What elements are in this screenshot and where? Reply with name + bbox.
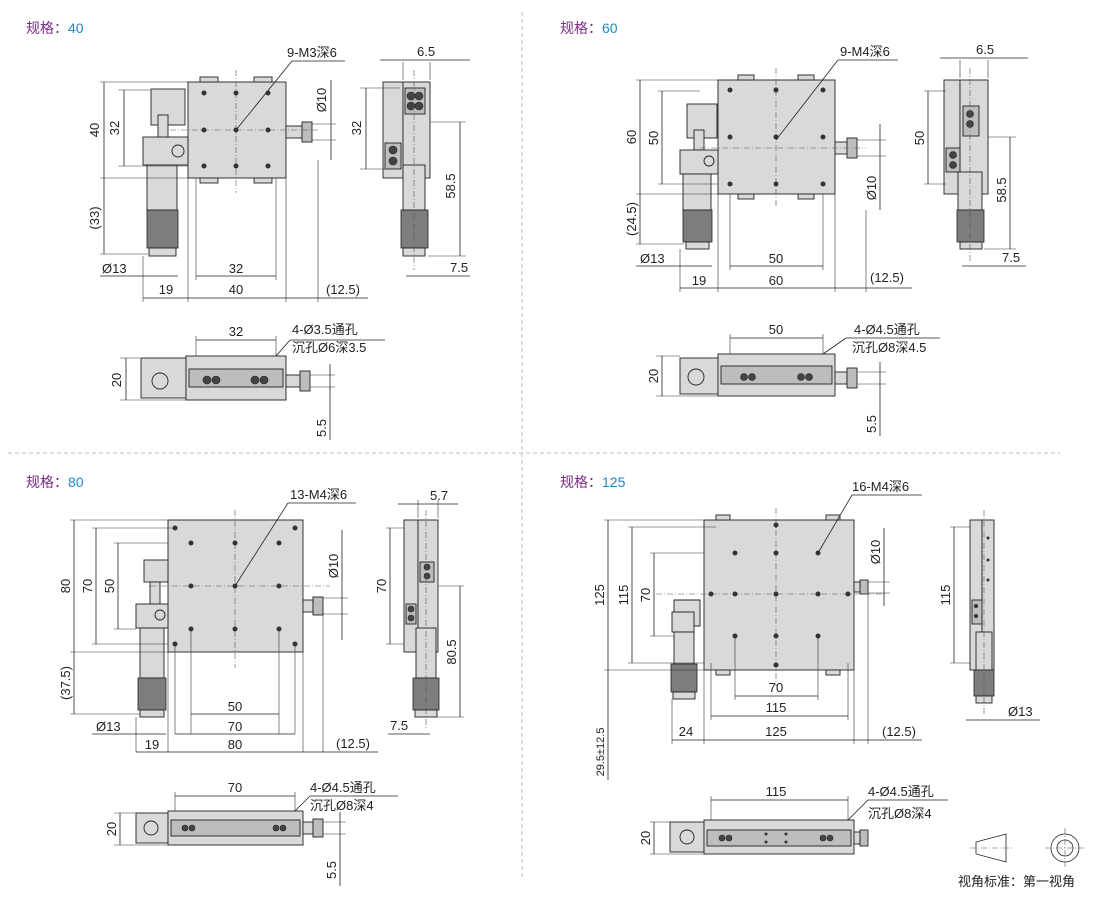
svg-text:4-Ø4.5通孔: 4-Ø4.5通孔 — [868, 784, 934, 799]
svg-text:32: 32 — [229, 261, 243, 276]
spec-title-60: 规格：60 — [560, 20, 618, 36]
svg-text:80.5: 80.5 — [444, 639, 459, 664]
spec-title-80: 规格：80 — [26, 474, 84, 490]
svg-text:60: 60 — [624, 130, 639, 144]
svg-text:40: 40 — [87, 123, 102, 137]
svg-text:7.5: 7.5 — [450, 260, 468, 275]
front-view-80: 70 4-Ø4.5通孔 沉孔Ø8深4 20 5.5 — [104, 780, 398, 886]
svg-text:70: 70 — [228, 719, 242, 734]
front-view-60: 50 4-Ø4.5通孔 沉孔Ø8深4.5 20 5.5 — [646, 322, 940, 436]
svg-text:(12.5): (12.5) — [870, 270, 904, 285]
top-view-60: 9-M4深6 60 50 (24.5) Ø10 Ø13 50 — [624, 44, 912, 292]
svg-text:50: 50 — [769, 251, 783, 266]
top-view-125: 16-M4深6 125 115 70 Ø10 29.5±12.5 — [592, 479, 922, 780]
svg-text:40: 40 — [229, 282, 243, 297]
thread-80: 13-M4深6 — [290, 487, 347, 502]
svg-text:Ø13: Ø13 — [640, 251, 665, 266]
svg-text:(12.5): (12.5) — [326, 282, 360, 297]
svg-text:50: 50 — [912, 131, 927, 145]
panel-spec-80: 规格：80 13-M4深6 — [26, 474, 464, 886]
svg-text:5.5: 5.5 — [324, 861, 339, 879]
svg-text:70: 70 — [769, 680, 783, 695]
front-view-125: 115 4-Ø4.5通孔 沉孔Ø8深4 20 — [638, 784, 948, 855]
svg-text:50: 50 — [769, 322, 783, 337]
thread-125: 16-M4深6 — [852, 479, 909, 494]
projection-note: 视角标准：第一视角 — [958, 874, 1075, 889]
svg-text:32: 32 — [229, 324, 243, 339]
svg-text:50: 50 — [102, 579, 117, 593]
panel-spec-40: 规格：40 9-M3深6 — [26, 20, 470, 440]
top-view-40: 9-M3深6 40 32 (33) Ø10 Ø — [87, 45, 368, 302]
svg-text:4-Ø3.5通孔: 4-Ø3.5通孔 — [292, 322, 358, 337]
svg-text:沉孔Ø8深4.5: 沉孔Ø8深4.5 — [852, 340, 926, 355]
svg-text:Ø10: Ø10 — [326, 554, 341, 579]
svg-text:115: 115 — [938, 585, 953, 606]
svg-text:58.5: 58.5 — [994, 177, 1009, 202]
svg-text:(24.5): (24.5) — [624, 202, 639, 236]
svg-text:19: 19 — [692, 273, 706, 288]
side-view-60: 6.5 50 58.5 7.5 — [912, 42, 1028, 267]
svg-text:(12.5): (12.5) — [336, 736, 370, 751]
svg-text:Ø13: Ø13 — [1008, 704, 1033, 719]
side-view-40: 6.5 32 58.5 7.5 — [349, 44, 470, 277]
svg-text:Ø10: Ø10 — [868, 540, 883, 565]
thread-60: 9-M4深6 — [840, 44, 890, 59]
svg-text:32: 32 — [107, 121, 122, 135]
svg-text:20: 20 — [638, 831, 653, 845]
svg-text:50: 50 — [228, 699, 242, 714]
svg-text:5.7: 5.7 — [430, 488, 448, 503]
svg-text:7.5: 7.5 — [390, 718, 408, 733]
svg-text:125: 125 — [765, 724, 787, 739]
svg-text:Ø10: Ø10 — [314, 88, 329, 113]
svg-text:(37.5): (37.5) — [58, 666, 73, 700]
first-angle-projection-symbol: 视角标准：第一视角 — [958, 828, 1085, 889]
svg-text:Ø13: Ø13 — [96, 719, 121, 734]
svg-text:4-Ø4.5通孔: 4-Ø4.5通孔 — [854, 322, 920, 337]
svg-text:80: 80 — [58, 579, 73, 593]
svg-text:115: 115 — [766, 784, 787, 799]
svg-text:24: 24 — [679, 724, 693, 739]
svg-text:沉孔Ø6深3.5: 沉孔Ø6深3.5 — [292, 340, 366, 355]
svg-text:60: 60 — [769, 273, 783, 288]
svg-text:125: 125 — [592, 584, 607, 606]
svg-text:4-Ø4.5通孔: 4-Ø4.5通孔 — [310, 780, 376, 795]
svg-text:Ø13: Ø13 — [102, 261, 127, 276]
svg-text:19: 19 — [145, 737, 159, 752]
svg-text:5.5: 5.5 — [864, 415, 879, 433]
svg-text:20: 20 — [104, 822, 119, 836]
side-view-80: 5.7 70 80.5 7.5 — [374, 488, 464, 735]
svg-text:19: 19 — [159, 282, 173, 297]
panel-spec-125: 规格：125 16-M4深6 — [560, 474, 1085, 889]
svg-text:6.5: 6.5 — [417, 44, 435, 59]
svg-text:沉孔Ø8深4: 沉孔Ø8深4 — [310, 798, 374, 813]
svg-text:80: 80 — [228, 737, 242, 752]
svg-text:(33): (33) — [87, 206, 102, 229]
svg-text:70: 70 — [228, 780, 242, 795]
top-view-80: 13-M4深6 80 70 50 (37.5) Ø10 — [58, 487, 378, 753]
svg-text:Ø10: Ø10 — [864, 176, 879, 201]
svg-text:7.5: 7.5 — [1002, 250, 1020, 265]
front-view-40: 32 4-Ø3.5通孔 沉孔Ø6深3.5 20 5.5 — [109, 322, 385, 440]
svg-text:70: 70 — [638, 588, 653, 602]
svg-text:115: 115 — [616, 585, 631, 606]
svg-text:50: 50 — [646, 131, 661, 145]
svg-text:70: 70 — [80, 579, 95, 593]
svg-text:5.5: 5.5 — [314, 419, 329, 437]
thread-40: 9-M3深6 — [287, 45, 337, 60]
svg-text:20: 20 — [646, 369, 661, 383]
panel-spec-60: 规格：60 9-M4深6 — [560, 20, 1028, 436]
svg-text:70: 70 — [374, 579, 389, 593]
spec-title-40: 规格：40 — [26, 20, 84, 36]
svg-text:沉孔Ø8深4: 沉孔Ø8深4 — [868, 806, 932, 821]
svg-text:20: 20 — [109, 373, 124, 387]
spec-title-125: 规格：125 — [560, 474, 626, 490]
svg-text:29.5±12.5: 29.5±12.5 — [595, 728, 607, 777]
svg-text:115: 115 — [766, 700, 787, 715]
svg-text:(12.5): (12.5) — [882, 724, 916, 739]
svg-text:58.5: 58.5 — [443, 173, 458, 198]
svg-text:6.5: 6.5 — [976, 42, 994, 57]
svg-text:32: 32 — [349, 121, 364, 135]
side-view-125: 115 Ø13 — [938, 510, 1040, 721]
